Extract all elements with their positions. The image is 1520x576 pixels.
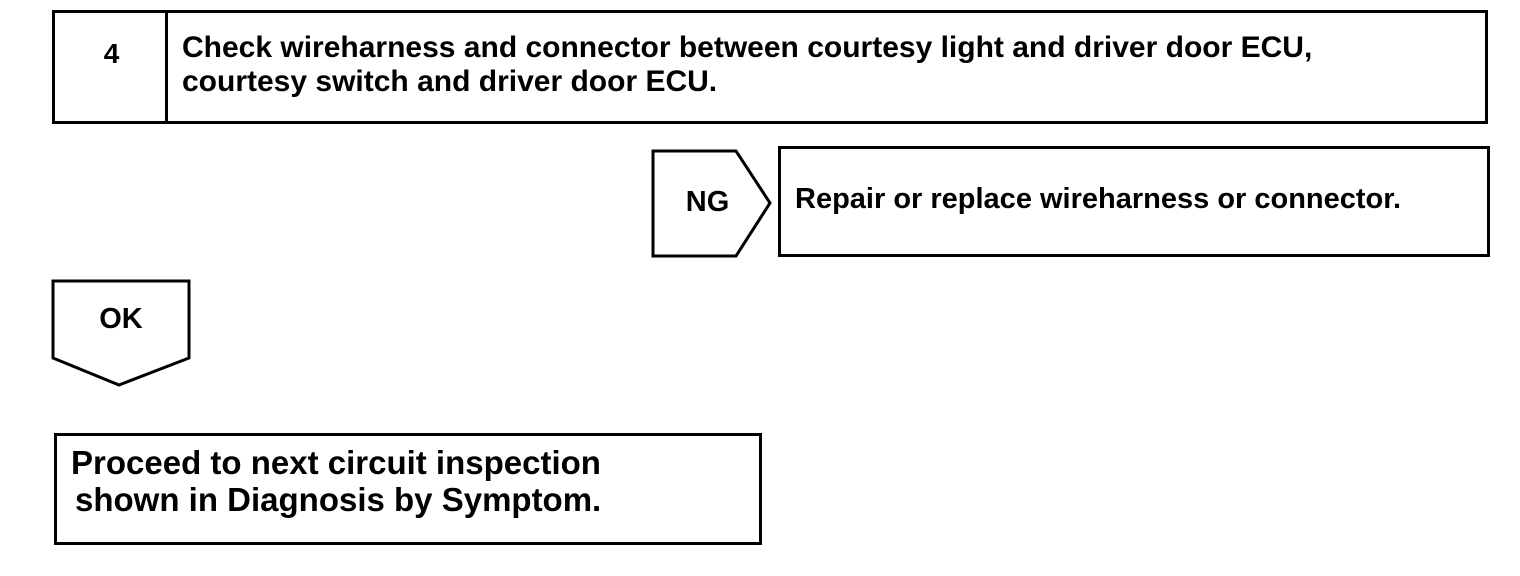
ok-result-line-1: Proceed to next circuit inspection: [71, 444, 601, 481]
ok-arrow-shape: [51, 279, 191, 387]
step-title-line-1: Check wireharness and connector between …: [182, 31, 1313, 64]
step-box: 4 Check wireharness and connector betwee…: [52, 10, 1488, 124]
ng-result-box: Repair or replace wireharness or connect…: [778, 146, 1490, 257]
ng-arrow-shape: [651, 149, 772, 258]
step-number: 4: [103, 38, 120, 69]
step-title-line-2: courtesy switch and driver door ECU.: [182, 65, 718, 98]
ng-label: NG: [685, 186, 730, 218]
ok-label: OK: [99, 303, 143, 335]
ok-result-box: Proceed to next circuit inspection shown…: [54, 433, 762, 545]
step-number-cell: 4: [55, 13, 168, 121]
step-title: Check wireharness and connector between …: [182, 31, 1465, 99]
ok-result-line-2: shown in Diagnosis by Symptom.: [75, 481, 602, 518]
ok-result-text: Proceed to next circuit inspection shown…: [71, 444, 601, 518]
ng-result-text: Repair or replace wireharness or connect…: [795, 183, 1402, 215]
